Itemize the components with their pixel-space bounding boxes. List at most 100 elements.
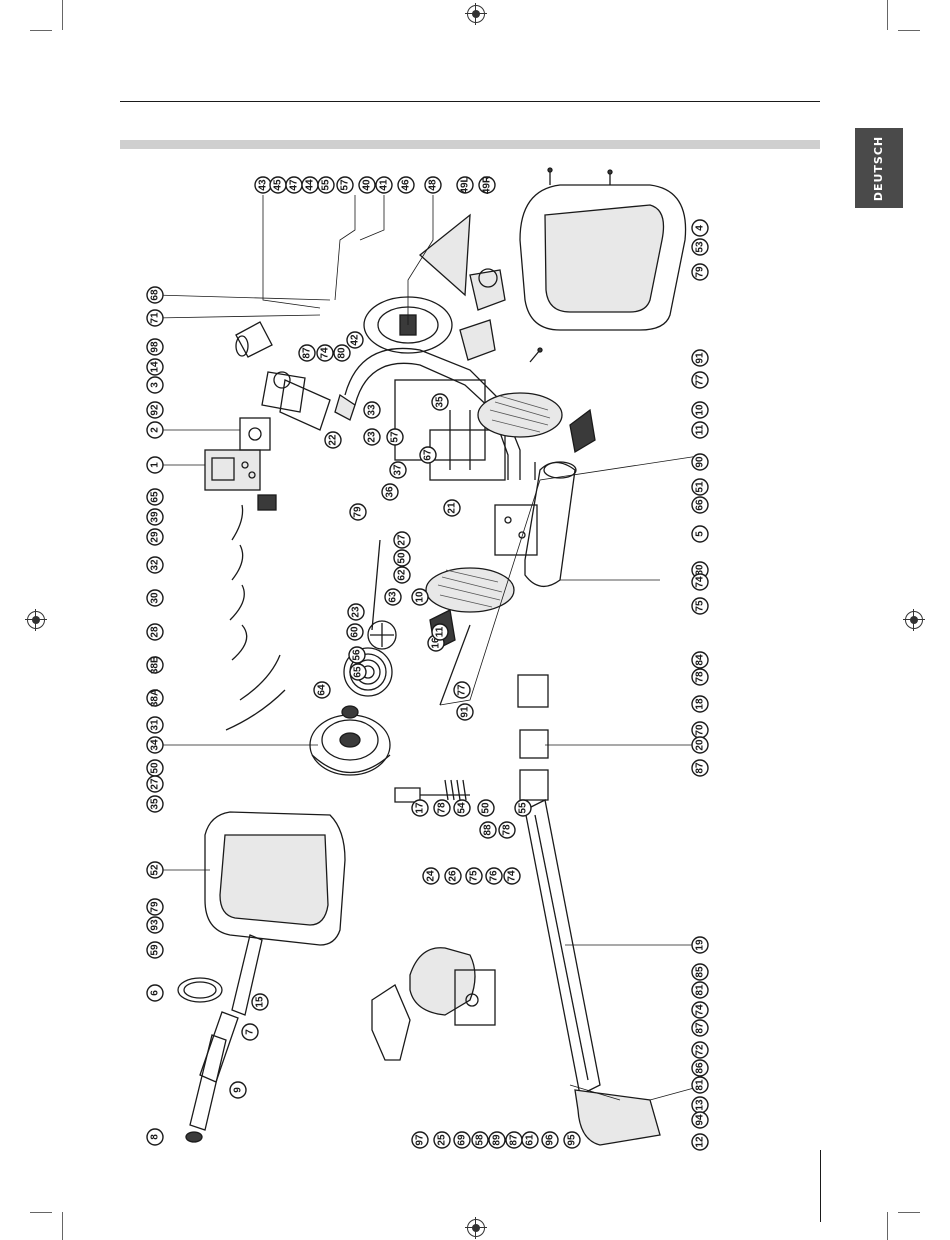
callout-circle [363, 401, 381, 419]
callout-circle [691, 936, 709, 954]
part-callout: 41 [375, 176, 393, 194]
callout-label: 16 [431, 637, 442, 649]
part-callout: 67 [419, 446, 437, 464]
callout-circle [691, 1019, 709, 1037]
callout-label: 5 [695, 531, 706, 537]
part-callout: 87 [691, 1019, 709, 1037]
callout-label: 24 [426, 870, 437, 882]
callout-circle [146, 984, 164, 1002]
callout-label: 11 [435, 626, 446, 637]
registration-mark-bottom [465, 1217, 487, 1239]
callout-circle [384, 588, 402, 606]
callout-label: 92 [150, 404, 161, 416]
callout-circle [348, 646, 366, 664]
part-callout: 57 [336, 176, 354, 194]
callout-label: 54 [457, 802, 468, 814]
part-callout: 64 [313, 681, 331, 699]
callout-label: 74 [695, 1004, 706, 1016]
callout-label: 50 [481, 802, 492, 814]
callout-label: 42 [350, 334, 361, 346]
part-callout: 20 [691, 736, 709, 754]
part-callout: 22 [324, 431, 342, 449]
callout-label: 47 [289, 179, 300, 191]
part-callout: 26 [444, 867, 462, 885]
part-callout: 94 [691, 1111, 709, 1129]
registration-mark-right [903, 609, 925, 631]
callout-label: 76 [489, 870, 500, 882]
callout-label: 19 [695, 939, 706, 951]
callout-circle [146, 456, 164, 474]
callout-label: 74 [507, 870, 518, 882]
part-callout: 91 [691, 349, 709, 367]
callout-circle [433, 799, 451, 817]
callout-label: 97 [415, 1134, 426, 1146]
part-callout: 58 [471, 1131, 489, 1149]
callout-circle [336, 176, 354, 194]
callout-label: 72 [695, 1044, 706, 1056]
part-callout: 12 [691, 1133, 709, 1151]
part-callout: 93 [146, 916, 164, 934]
callout-circle [146, 916, 164, 934]
callout-label: 84 [695, 654, 706, 666]
callout-circle [146, 736, 164, 754]
foot-pedal-10 [425, 392, 563, 613]
callout-label: 31 [150, 719, 161, 731]
bracket-plate-21 [494, 504, 538, 556]
crop-mark [30, 1212, 52, 1213]
callout-label: 23 [367, 431, 378, 443]
part-callout: 50 [393, 549, 411, 567]
callout-circle [691, 401, 709, 419]
part-callout: 54 [453, 799, 471, 817]
callout-label: 87 [695, 762, 706, 774]
callout-circle [363, 428, 381, 446]
callout-label: 95 [567, 1134, 578, 1146]
callout-circle [146, 376, 164, 394]
part-callout: 43 [254, 176, 272, 194]
part-callout: 4 [691, 219, 709, 237]
callout-label: 17 [415, 802, 426, 814]
console-1 [204, 449, 261, 491]
part-callout: 18 [691, 695, 709, 713]
callout-circle [563, 1131, 581, 1149]
callout-label: 11 [695, 424, 706, 435]
callout-circle [381, 483, 399, 501]
part-callout: 89 [488, 1131, 506, 1149]
part-callout: 35 [431, 393, 449, 411]
callout-circle [346, 331, 364, 349]
part-callout: 42 [346, 331, 364, 349]
leader-lines [154, 195, 706, 1101]
part-callout: 79 [146, 898, 164, 916]
callout-circle [488, 1131, 506, 1149]
part-callout: 68 [146, 286, 164, 304]
callout-circle [411, 588, 429, 606]
callout-circle [298, 344, 316, 362]
callout-circle [241, 1023, 259, 1041]
seat-post-9 [185, 934, 263, 1143]
callout-circle [691, 238, 709, 256]
callout-label: 25 [437, 1134, 448, 1146]
part-callout: 97 [411, 1131, 429, 1149]
part-callout: 11 [431, 623, 449, 641]
part-callout: 35 [146, 795, 164, 813]
callout-label: 91 [695, 352, 706, 364]
callout-label: 81 [695, 984, 706, 996]
callout-label: 38B [150, 656, 161, 674]
callout-label: 28 [150, 626, 161, 638]
callout-label: 64 [317, 684, 328, 696]
callout-circle [691, 371, 709, 389]
callout-circle [691, 1133, 709, 1151]
callout-label: 80 [695, 564, 706, 576]
part-callout: 86 [691, 1059, 709, 1077]
callout-label: 10 [415, 591, 426, 603]
cable-set [225, 504, 286, 731]
callout-label: 53 [695, 241, 706, 253]
callout-circle [691, 1111, 709, 1129]
part-callout: 65 [146, 488, 164, 506]
cover-plate-48 [418, 213, 471, 297]
part-callout: 24 [422, 867, 440, 885]
callout-label: 52 [150, 864, 161, 876]
callout-label: 80 [337, 347, 348, 359]
callout-circle [229, 1081, 247, 1099]
part-callout: 71 [146, 309, 164, 327]
